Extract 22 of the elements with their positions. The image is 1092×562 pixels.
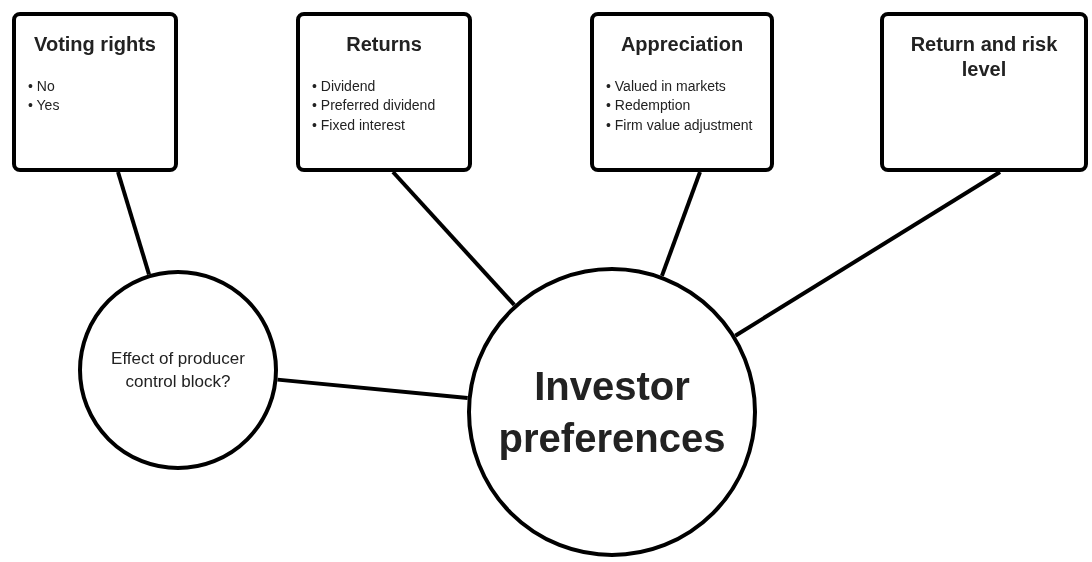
- connector-line: [277, 377, 468, 401]
- bullet-item: • Yes: [28, 96, 60, 116]
- box-heading: Returns: [345, 32, 423, 57]
- bullet-item: • Redemption: [606, 96, 691, 116]
- box-heading: Voting rights: [33, 32, 157, 57]
- box-heading: Return and risk level: [909, 32, 1059, 82]
- bullet-item: • Valued in markets: [606, 77, 726, 96]
- bullet-item: • No: [28, 77, 55, 96]
- topic-box: [590, 12, 774, 172]
- connector-line: [660, 171, 702, 277]
- connector-line: [391, 170, 516, 307]
- topic-box: [296, 12, 472, 172]
- bullet-item: • Dividend: [312, 77, 376, 96]
- topic-box: [880, 12, 1088, 172]
- bullet-item: • Preferred dividend: [312, 96, 436, 116]
- topic-box: [12, 12, 178, 172]
- connector-line: [734, 170, 1002, 338]
- box-heading: Appreciation: [619, 32, 745, 57]
- central-topic: Investor preferences: [497, 363, 727, 462]
- bullet-item: • Fixed interest: [312, 115, 405, 135]
- bullet-item: • Firm value adjustment: [606, 115, 753, 135]
- circle-label: Effect of producer control block?: [110, 347, 246, 393]
